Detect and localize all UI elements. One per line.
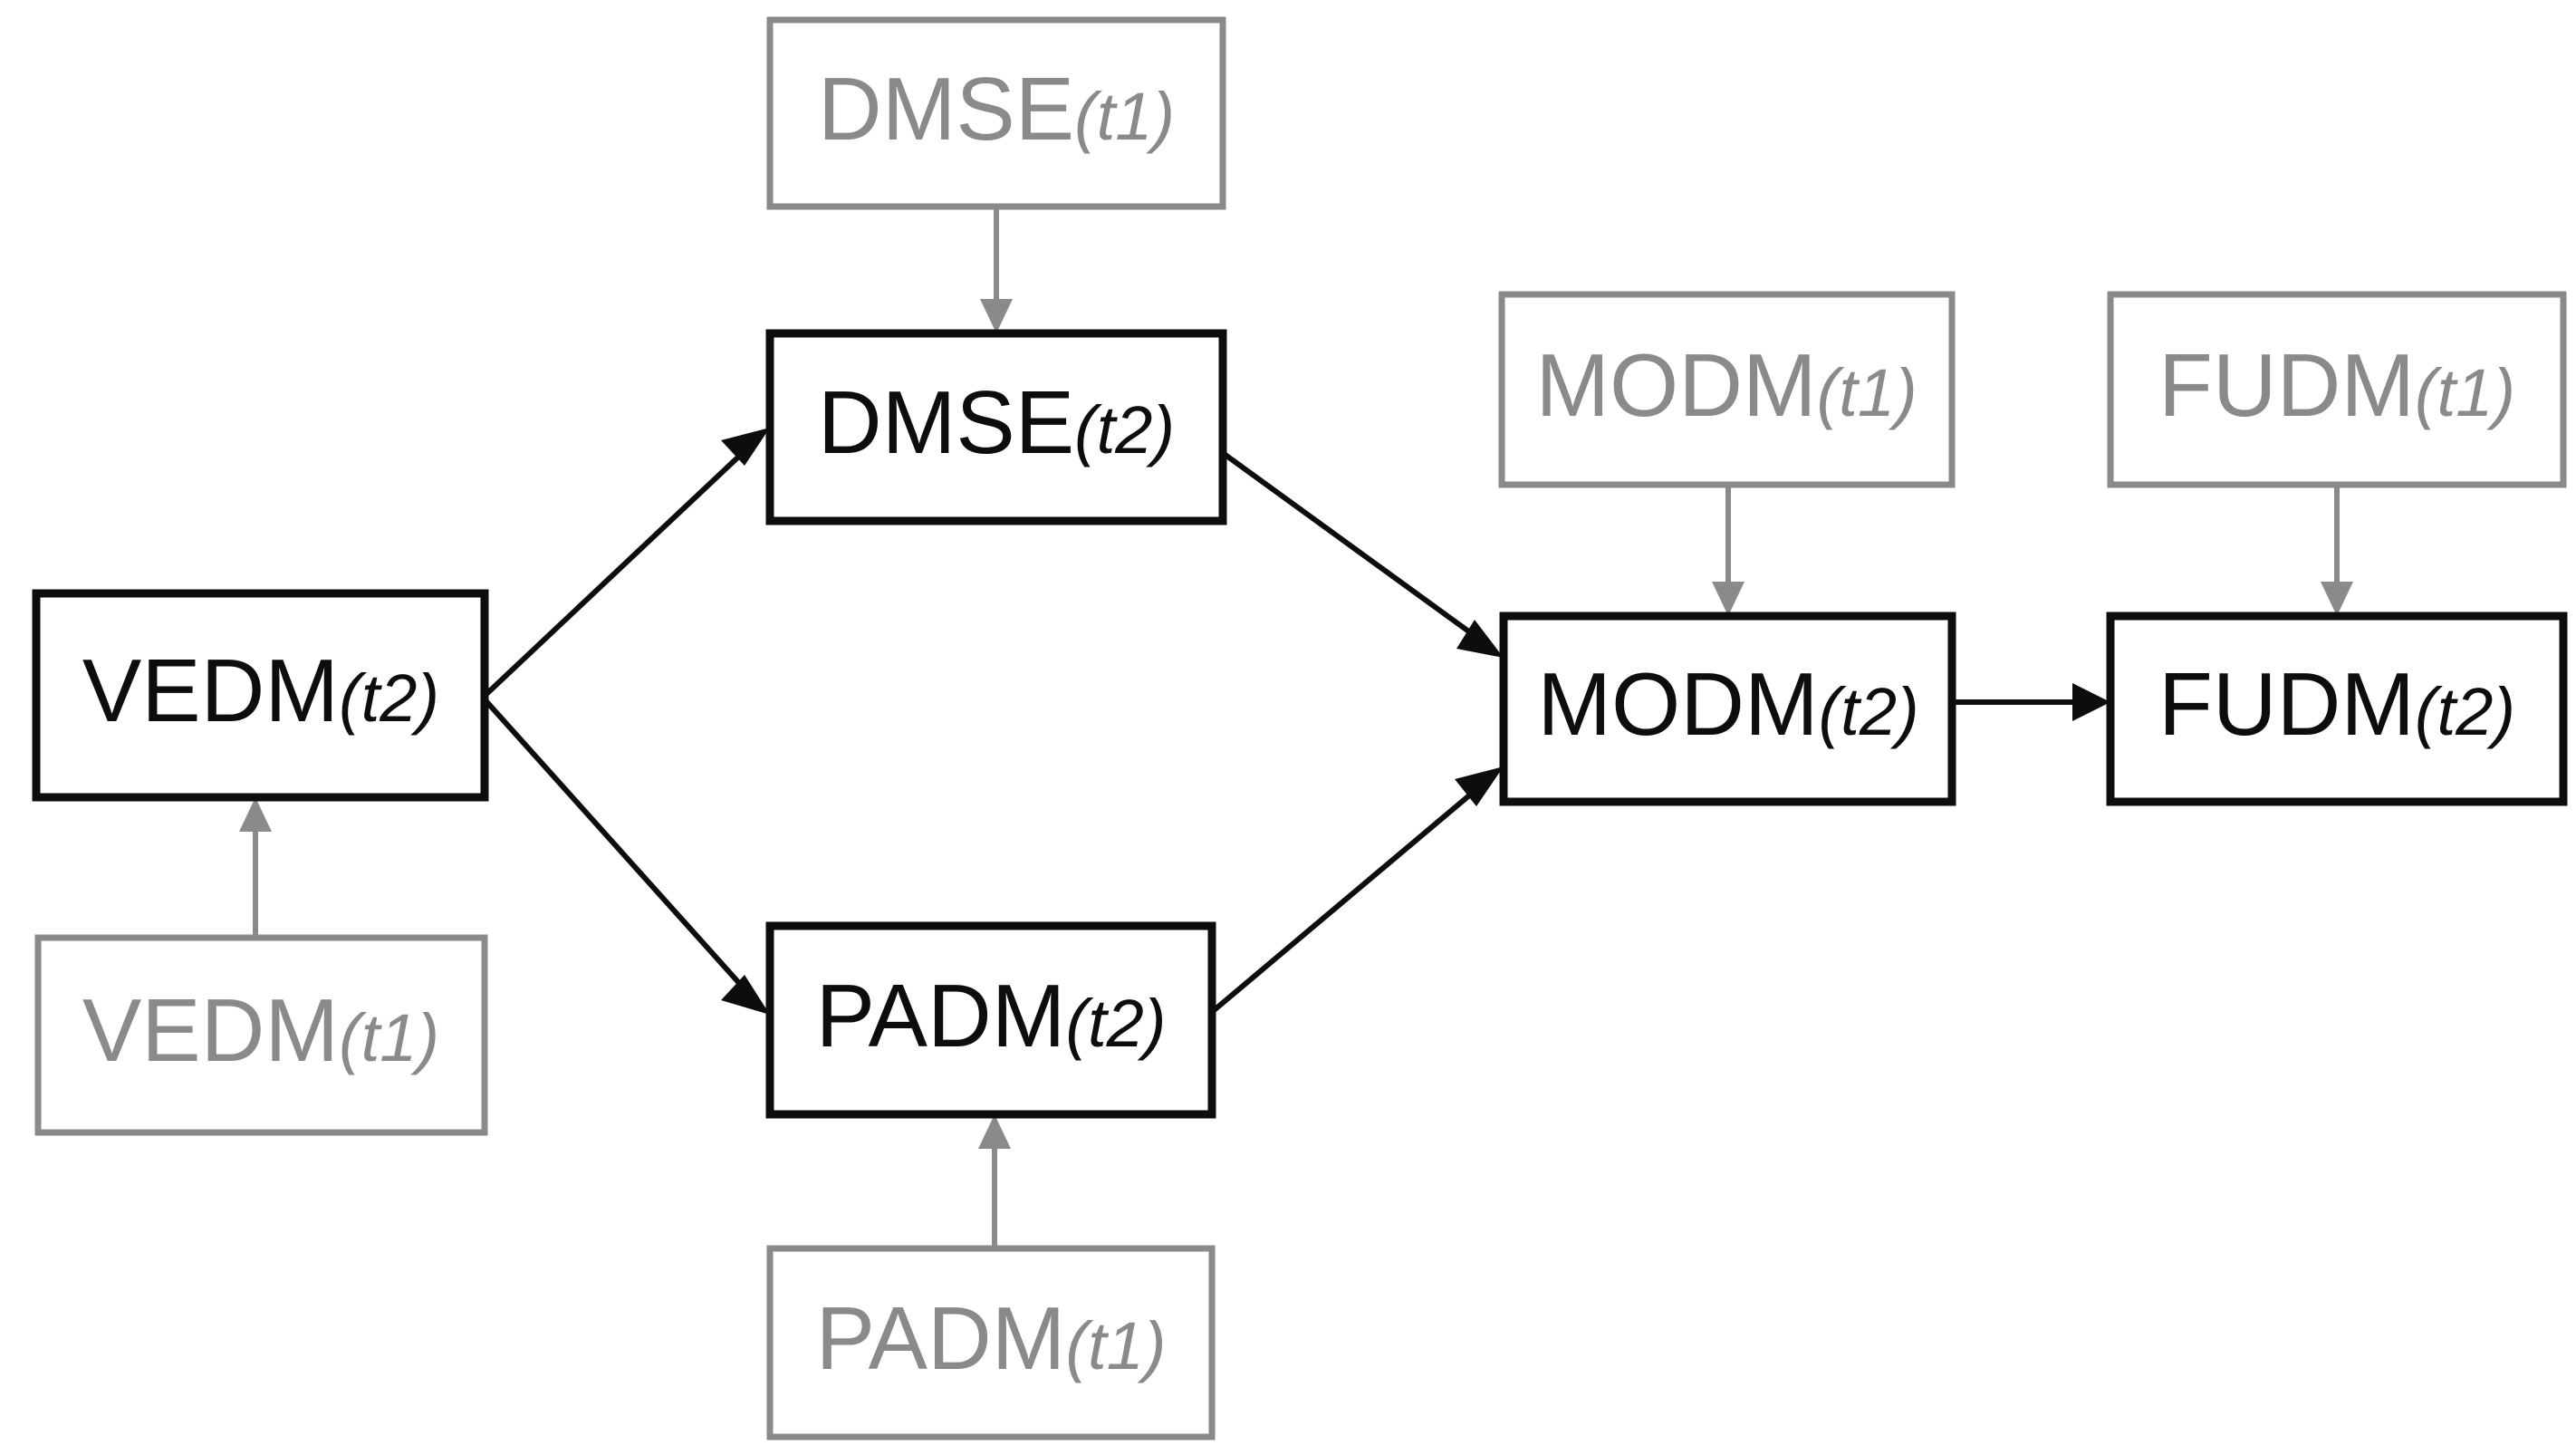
node-label-main: VEDM [82,980,339,1080]
edge-vedm-t2-to-padm-t2 [482,697,770,1015]
edge-padm-t2-to-modm-t2 [1210,766,1504,1015]
arrowhead-up-right-icon [721,428,770,466]
node-padm-t2[interactable]: PADM(t2) [765,921,1216,1119]
arrowhead-down-right-icon [721,975,770,1015]
node-box[interactable] [1499,612,1956,806]
edge-padm-t1-to-padm-t2 [978,1114,1011,1248]
node-label-sub: (t2) [339,660,439,736]
node-vedm-t1[interactable]: VEDM(t1) [34,934,488,1136]
node-label-sub: (t1) [2415,355,2515,430]
node-label-sub: (t1) [1065,1308,1166,1383]
node-label-main: PADM [816,1288,1066,1388]
node-label-sub: (t2) [1065,986,1166,1061]
node-box[interactable] [765,921,1216,1119]
edge-vedm-t1-to-vedm-t2 [239,797,272,938]
node-label-main: FUDM [2158,335,2415,435]
arrowhead-up-right-icon [1455,766,1504,806]
node-label-sub: (t2) [1819,674,1919,749]
node-label-main: FUDM [2158,654,2415,754]
node-box[interactable] [1498,291,1956,488]
node-box[interactable] [766,16,1226,210]
node-fudm-t1[interactable]: FUDM(t1) [2107,291,2567,488]
edge-line [482,697,749,994]
node-label-main: MODM [1535,335,1816,435]
node-label-padm-t2: PADM(t2) [816,966,1167,1065]
edge-dmse-t2-to-modm-t2 [1221,450,1504,658]
node-label-modm-t1: MODM(t1) [1535,335,1917,435]
node-dmse-t1[interactable]: DMSE(t1) [766,16,1226,210]
node-label-sub: (t1) [1074,79,1175,154]
node-label-padm-t1: PADM(t1) [816,1288,1167,1388]
arrowhead-right-icon [2072,683,2110,721]
node-label-sub: (t1) [1817,355,1918,430]
node-fudm-t2[interactable]: FUDM(t2) [2106,612,2568,806]
node-label-fudm-t2: FUDM(t2) [2158,654,2515,754]
edge-line [1221,450,1482,642]
node-box[interactable] [32,589,489,802]
node-box[interactable] [34,934,488,1136]
node-box[interactable] [2107,291,2567,488]
node-label-fudm-t1: FUDM(t1) [2158,335,2515,435]
node-box[interactable] [2106,612,2568,806]
arrowhead-up-icon [239,797,272,832]
node-label-vedm-t1: VEDM(t1) [82,980,439,1080]
arrowhead-down-icon [1712,582,1745,616]
node-label-sub: (t2) [2415,674,2515,749]
edge-line [482,447,749,699]
arrowhead-down-icon [980,299,1013,333]
node-label-modm-t2: MODM(t2) [1537,654,1918,754]
edge-dmse-t1-to-dmse-t2 [980,207,1013,333]
edge-fudm-t1-to-fudm-t2 [2321,485,2353,616]
node-label-dmse-t1: DMSE(t1) [818,59,1175,159]
node-label-main: DMSE [818,59,1074,159]
node-label-main: VEDM [82,641,339,740]
node-label-vedm-t2: VEDM(t2) [82,641,439,740]
node-box[interactable] [765,329,1227,525]
node-modm-t2[interactable]: MODM(t2) [1499,612,1956,806]
arrowhead-down-right-icon [1456,620,1504,658]
arrowhead-up-icon [978,1114,1011,1149]
node-label-dmse-t2: DMSE(t2) [818,372,1175,472]
node-label-sub: (t2) [1074,392,1175,467]
node-vedm-t2[interactable]: VEDM(t2) [32,589,489,802]
node-label-main: PADM [816,966,1066,1065]
edge-modm-t2-to-fudm-t2 [1952,683,2110,721]
arrowhead-down-icon [2321,582,2353,616]
node-modm-t1[interactable]: MODM(t1) [1498,291,1956,488]
node-box[interactable] [766,1245,1216,1441]
node-padm-t1[interactable]: PADM(t1) [766,1245,1216,1441]
node-label-sub: (t1) [339,1000,439,1075]
edge-vedm-t2-to-dmse-t2 [482,428,770,699]
node-label-main: MODM [1537,654,1818,754]
edge-modm-t1-to-modm-t2 [1712,485,1745,616]
node-dmse-t2[interactable]: DMSE(t2) [765,329,1227,525]
edge-line [1210,784,1482,1015]
node-label-main: DMSE [818,372,1074,472]
